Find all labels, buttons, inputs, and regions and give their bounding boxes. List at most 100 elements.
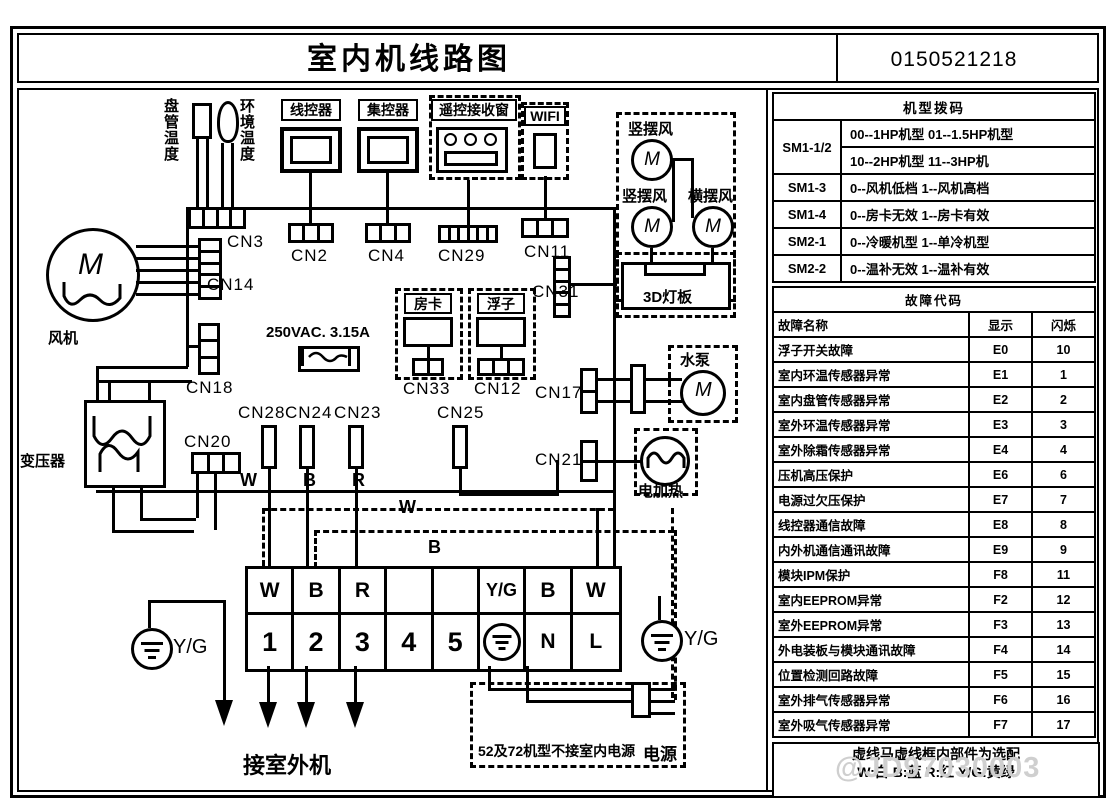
- connector-cn29[interactable]: [438, 225, 498, 243]
- fault-display: E3: [968, 411, 1034, 438]
- power-wire: [488, 688, 634, 691]
- connector-label-cn14: CN14: [207, 275, 255, 294]
- terminal-num-2: 2: [294, 615, 341, 669]
- fault-name: 线控器通信故障: [771, 511, 971, 538]
- watermark: @JD97030003: [835, 752, 1041, 784]
- motor-glyph: M: [705, 216, 721, 237]
- fault-blink: 12: [1031, 586, 1096, 613]
- coil-temp-label: 盘管温度: [162, 98, 179, 162]
- connector-cn25[interactable]: [452, 425, 468, 469]
- ambient-temp-sensor-icon: [217, 101, 239, 143]
- wifi-module-icon: [533, 133, 557, 169]
- fault-blink: 7: [1031, 486, 1096, 513]
- terminal-block[interactable]: W B R Y/G B W 1 2 3 4 5 N L: [245, 566, 622, 672]
- fault-blink: 8: [1031, 511, 1096, 538]
- fault-display: E8: [968, 511, 1034, 538]
- ground-symbol-right: [641, 620, 683, 662]
- terminal-top-5: [433, 569, 480, 615]
- fault-header-blink: 闪烁: [1031, 311, 1096, 338]
- connector-cn3[interactable]: [188, 207, 246, 229]
- fuse-rating-label: 250VAC. 3.15A: [266, 324, 370, 341]
- terminal-num-4: 4: [387, 615, 434, 669]
- connector-cn17[interactable]: [580, 368, 598, 414]
- ambient-sensor-lead: [221, 143, 224, 207]
- wired-controller-wire: [309, 173, 312, 223]
- fault-display: E1: [968, 361, 1034, 388]
- connector-cn18[interactable]: [198, 323, 220, 375]
- connector-label-cn17: CN17: [535, 383, 583, 402]
- transformer-primary-bus: [96, 380, 192, 383]
- optional-wire-b: [314, 530, 317, 568]
- vertical-swing-label-2: 竖摆风: [622, 188, 668, 205]
- fan-motor-label: 风机: [48, 330, 79, 347]
- ground-lead-left: [148, 600, 151, 628]
- cn25-feed: [459, 469, 462, 495]
- swing-wire: [672, 158, 675, 222]
- connector-cn2[interactable]: [288, 223, 334, 243]
- connector-cn31[interactable]: [553, 256, 571, 318]
- dip-row-value: 0--房卡无效 1--房卡有效: [840, 200, 1096, 229]
- float-switch-optional-frame: [468, 288, 536, 380]
- wire-label-r1: R: [352, 470, 365, 490]
- terminal-top-2: B: [294, 569, 341, 615]
- fuse-icon: [298, 346, 360, 372]
- cn31-wire: [571, 283, 617, 286]
- fault-display: F5: [968, 661, 1034, 688]
- fault-name: 模块IPM保护: [771, 561, 971, 588]
- dip-row-label: SM1-3: [772, 173, 842, 202]
- connector-cn33[interactable]: [412, 358, 444, 376]
- remote-receiver-optional-frame: [429, 95, 521, 180]
- fault-blink: 16: [1031, 686, 1096, 713]
- note-line-1: 虚线马虚线框内部件为选配: [852, 746, 1020, 762]
- dip-table-title: 机型拨码: [772, 92, 1096, 121]
- connector-cn23[interactable]: [348, 425, 364, 469]
- terminal-top-8: W: [572, 569, 619, 615]
- swing-wire: [691, 158, 694, 218]
- connector-cn28[interactable]: [261, 425, 277, 469]
- connector-cn4[interactable]: [365, 223, 411, 243]
- cn25-feed: [556, 460, 559, 496]
- ground-lead-left: [148, 600, 226, 603]
- connector-cn14[interactable]: [198, 238, 222, 300]
- outdoor-lead: [267, 666, 270, 704]
- fault-blink: 10: [1031, 336, 1096, 363]
- wired-controller-title: 线控器: [281, 99, 341, 121]
- pump-capacitor-icon: [630, 364, 646, 414]
- fault-name: 外电装板与模块通讯故障: [771, 636, 971, 663]
- terminal-top-1: W: [248, 569, 295, 615]
- connector-cn21[interactable]: [580, 440, 598, 482]
- fault-name: 室外EEPROM异常: [771, 611, 971, 638]
- receiver-led-icon: [464, 133, 477, 146]
- connector-cn24[interactable]: [299, 425, 315, 469]
- ground-lead-left: [223, 600, 226, 700]
- central-controller-screen: [367, 136, 409, 164]
- connector-cn12[interactable]: [477, 358, 525, 376]
- fault-display: E9: [968, 536, 1034, 563]
- vertical-swing-label-1: 竖摆风: [628, 121, 674, 138]
- drawing-number: 0150521218: [890, 48, 1018, 71]
- title-bar: 室内机线路图 0150521218: [17, 33, 1099, 83]
- transformer-primary-lead: [148, 380, 151, 402]
- fault-name: 室外环温传感器异常: [771, 411, 971, 438]
- connector-cn20[interactable]: [191, 452, 241, 474]
- wire-label-b2: B: [428, 537, 441, 557]
- swing-wire: [650, 248, 653, 264]
- fault-name: 室外排气传感器异常: [771, 686, 971, 713]
- fuse-cap: [348, 346, 351, 366]
- connector-label-cn21: CN21: [535, 450, 582, 470]
- dip-row-value: 0--冷暖机型 1--单冷机型: [840, 227, 1096, 256]
- connector-cn11[interactable]: [521, 218, 569, 238]
- fault-blink: 2: [1031, 386, 1096, 413]
- fault-blink: 15: [1031, 661, 1096, 688]
- led-board-label: 3D灯板: [643, 289, 693, 306]
- vertical-swing-motor-1: M: [631, 139, 673, 181]
- optional-wire-w: [262, 508, 265, 566]
- fan-motor-circle: [46, 228, 140, 322]
- page-title: 室内机线路图: [307, 43, 511, 76]
